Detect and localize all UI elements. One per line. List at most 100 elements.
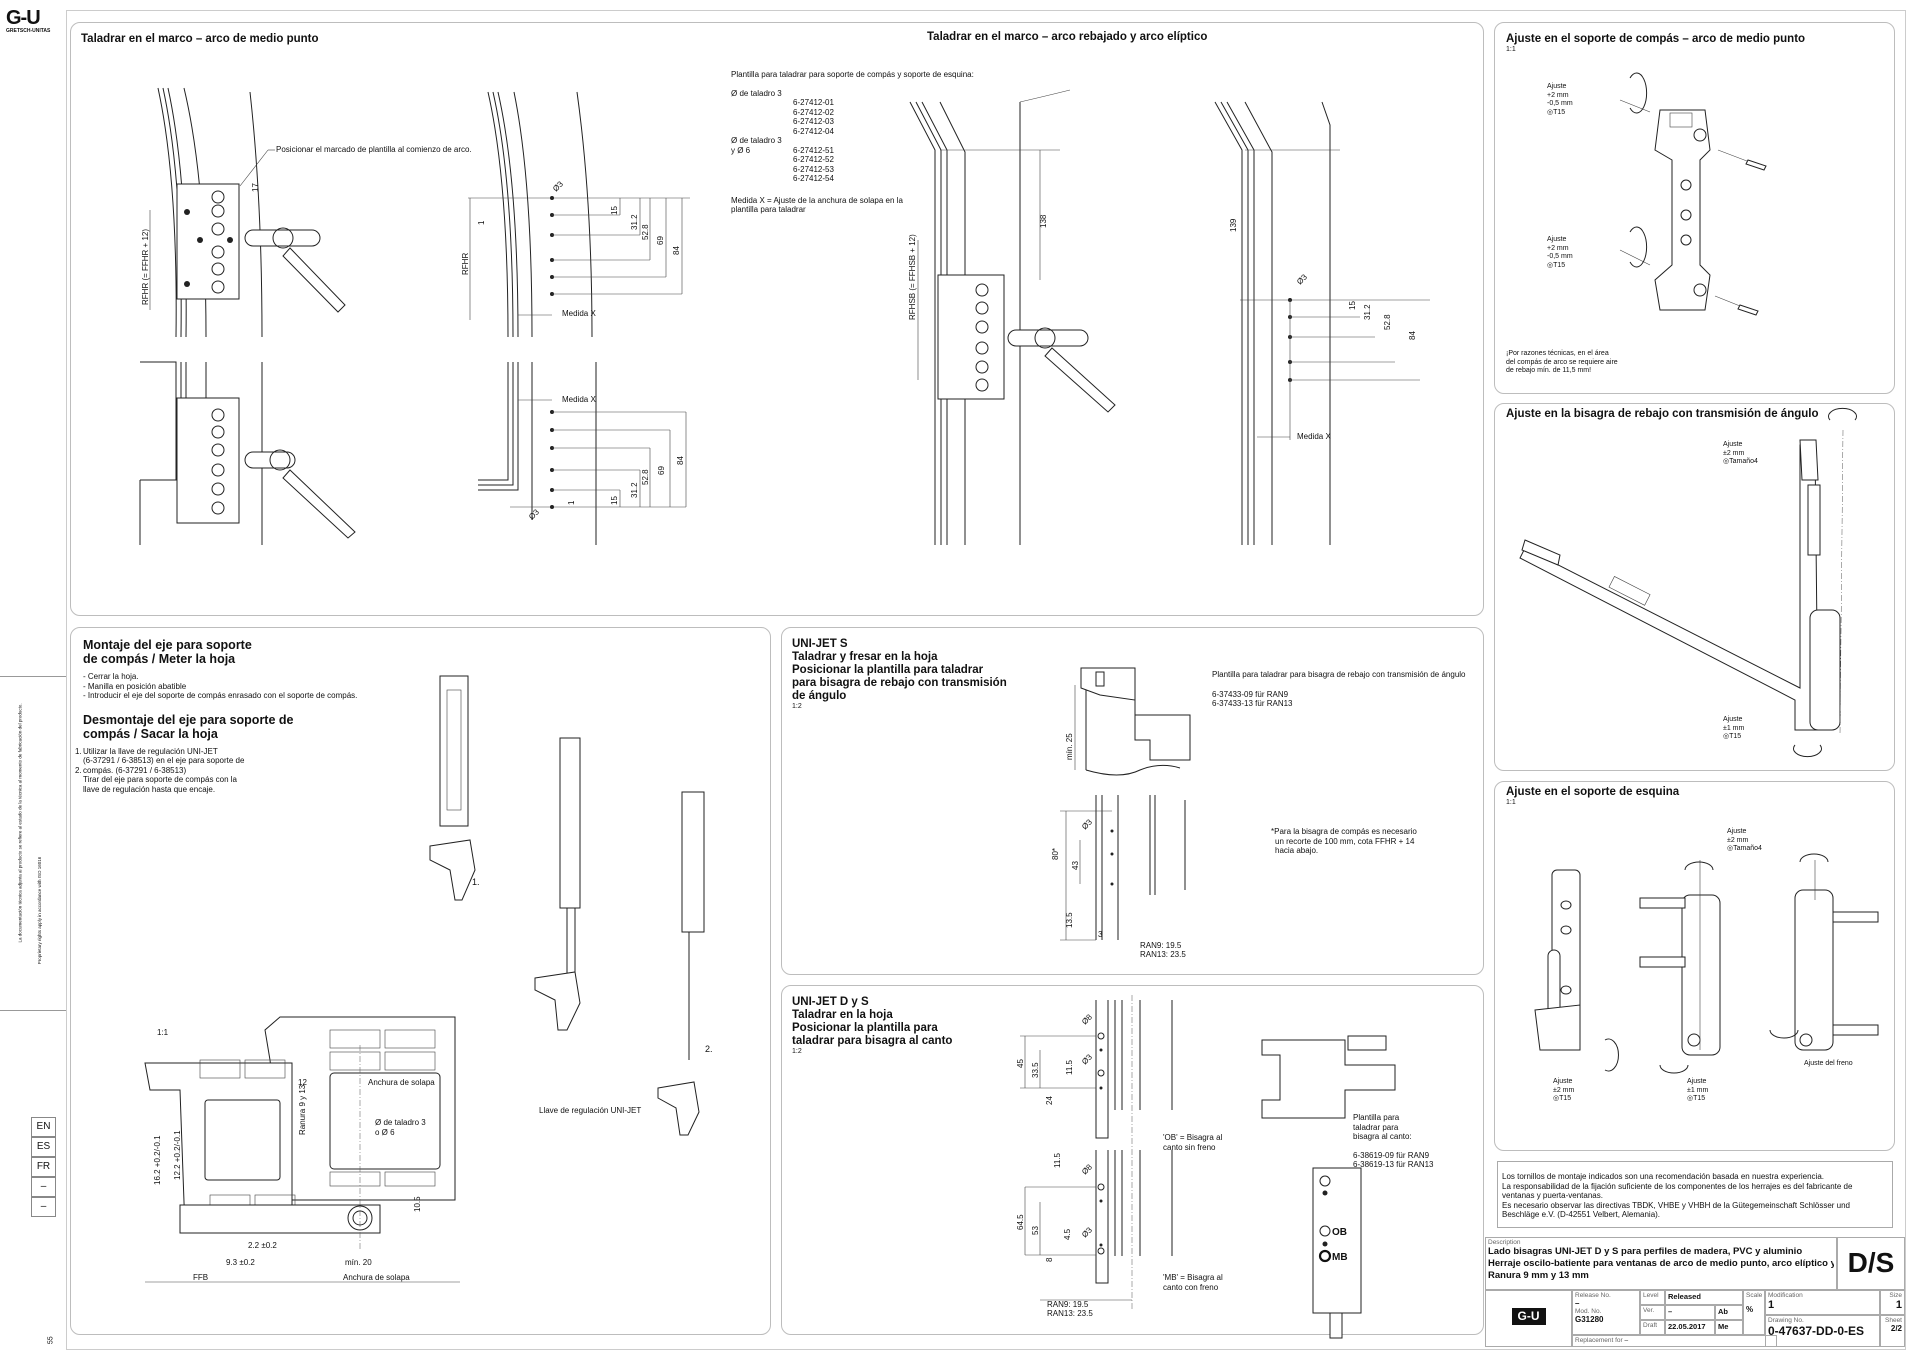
section-title: para bisagra de rebajo con transmisión [792,677,1007,689]
gu-logo: G-U [1511,1308,1546,1325]
dim-label: Ø3 [527,507,541,521]
unijet-s-section-drawing [1060,667,1191,941]
description-line: Herraje oscilo-batiente para ventanas de… [1488,1258,1834,1269]
group-label: Ø de taladro 3 [731,136,782,145]
lang-tab-empty[interactable]: – [31,1197,56,1217]
dim-label: Medida X [1297,432,1331,441]
type-code: D/S [1837,1237,1905,1290]
elliptical-frame-holes-drawing [1214,101,1430,545]
adjust-text: ±2 mm [1727,836,1749,844]
cell-label: Sheet [1885,1317,1902,1324]
dim-label: 45 [1016,1059,1025,1068]
dim-label: 84 [672,246,681,255]
axis-instructions: Montaje del eje para soporte de compás /… [75,638,403,794]
unijet-ds-section-drawing [1020,995,1396,1339]
drawing-number: 0-47637-DD-0-ES [1768,1324,1865,1338]
adjust-text: +2 mm [1547,244,1569,252]
torx-icon: ◎ [1723,733,1730,740]
adjust-label: Ajuste±2 mm◎Tamaño4 [1723,441,1758,467]
scale-label: 1:1 [157,1028,169,1037]
dim-label: 3 [1098,930,1103,939]
straight-frame-template-drawing [139,361,356,545]
cell-label: Draft [1640,1320,1665,1335]
dim-label: 9.3 ±0.2 [226,1258,255,1267]
cell-label: Ver. [1640,1305,1665,1320]
general-notes: Los tornillos de montaje indicados son u… [1497,1161,1893,1228]
dim-label: RFHR (= FFHR + 12) [141,229,150,305]
brake-label: Ajuste del freno [1804,1060,1853,1067]
dim-label: 1 [477,220,486,225]
adjust-text: Tamaño4 [1733,845,1762,852]
dim-label: 15 [610,206,619,215]
dim-label: Ø de taladro 3 [375,1118,426,1127]
adjust-text: T15 [1553,108,1566,116]
step-number: 1. [75,746,82,756]
adjust-label: Ajuste±2 mm◎Tamaño4 [1727,828,1762,854]
footnote: *Para la bisagra de compás es necesario … [1271,827,1417,856]
torx-icon: ◎ [1547,108,1554,116]
adjust-text: T15 [1559,1095,1572,1102]
dim-label: RAN9: 19.5 [1047,1300,1089,1309]
adjust-text: -0,5 mm [1547,253,1573,260]
section-title: Posicionar la plantilla para [792,1022,938,1034]
footnote-line: *Para la bisagra de compás es necesario [1271,827,1417,836]
lang-tab-empty[interactable]: – [31,1177,56,1197]
dim-label: FFB [193,1273,208,1282]
dim-label: Medida X [562,395,596,404]
dim-label: 31.2 [630,214,639,230]
cell-label: Description [1488,1239,1521,1246]
margin-divider [0,1010,66,1011]
panel-unijet-s [781,627,1484,975]
lang-tab-es[interactable]: ES [31,1137,56,1157]
dim-label: 69 [657,466,666,475]
dim-label: 12.2 +0.2/-0.1 [173,1130,182,1180]
lang-tab-en[interactable]: EN [31,1117,56,1137]
dim-label: 52.8 [1383,314,1392,330]
template-info: Plantilla para taladrar para soporte de … [731,70,1011,215]
adjust-text: Ajuste [1547,236,1567,243]
dim-label: 33.5 [1031,1062,1040,1078]
cell-value: – [1624,1337,1629,1344]
scale-cell: Scale% [1743,1290,1765,1335]
dim-label: o Ø 6 [375,1127,395,1137]
ver-code: Ab [1715,1305,1743,1320]
scale-label: 1:1 [1506,799,1516,806]
template-title: Plantilla para taladrar para bisagra de … [1212,670,1466,679]
adjust-text: ±2 mm [1723,449,1745,457]
panel-unijet-ds [781,985,1484,1335]
step-arrow-label: 2. [705,1044,713,1054]
hex-icon: ◎ [1727,845,1734,852]
adjust-text: ±1 mm [1723,724,1745,732]
axis-mounting-drawing [429,675,705,1136]
dim-label: Ranura 9 y 13 [298,1084,307,1135]
unijet-ds-heading: UNI-JET D y S Taladrar en la hoja Posici… [792,996,952,1057]
adjust-text: Ajuste [1723,716,1743,723]
section-title: Posicionar la plantilla para taladrar [792,664,984,676]
note-line: 'MB' = Bisagra al [1163,1273,1223,1282]
dim-label: 13.5 [1065,912,1074,928]
dim-label: Ø3 [1080,817,1094,831]
dim-label: 84 [1408,331,1417,340]
dim-label: 53 [1031,1226,1040,1235]
adjust-text: T15 [1693,1095,1706,1102]
note-line: Los tornillos de montaje indicados son u… [1502,1172,1824,1181]
dim-label: Anchura de solapa [368,1078,435,1088]
cell-value: % [1746,1305,1754,1314]
dim-label: 12 [298,1078,307,1087]
arc-frame-holes-drawing [468,91,690,338]
dim-label: RFHSB (= FFHSB + 12) [908,234,917,320]
part-number: 6-38619-09 für RAN9 [1353,1150,1430,1160]
cell-label: Replacement for [1575,1337,1623,1344]
dim-label: 139 [1229,218,1238,232]
lang-tab-fr[interactable]: FR [31,1157,56,1177]
section-title: compás / Sacar la hoja [83,726,218,741]
dim-label: RAN13: 23.5 [1047,1309,1093,1318]
section-title: Ajuste en la bisagra de rebajo con trans… [1506,408,1819,420]
dim-label: 16.2 +0.2/-0.1 [153,1135,162,1185]
step-number: 2. [75,765,82,775]
template-title: Plantilla para [1353,1113,1400,1122]
dim-label: 84 [676,456,685,465]
title-block: Description Lado bisagras UNI-JET D y S … [1485,1237,1905,1349]
